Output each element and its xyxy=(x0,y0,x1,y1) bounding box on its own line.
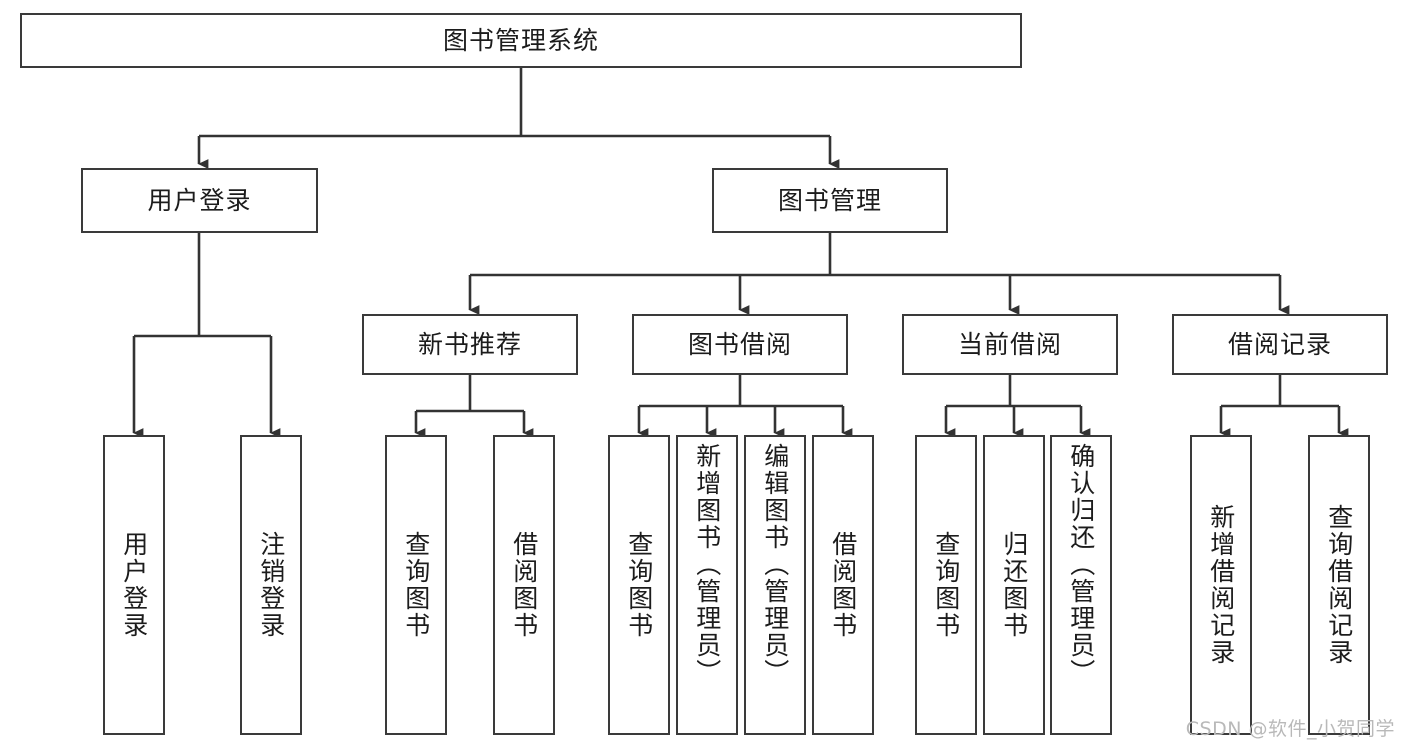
leaf-label: 新增借阅记录 xyxy=(1206,504,1236,666)
node-book-borrow-label: 图书借阅 xyxy=(687,329,792,359)
node-borrow-record[interactable]: 借阅记录 xyxy=(1172,314,1388,375)
leaf-label: 确认归还（管理员） xyxy=(1066,443,1096,686)
node-book-management[interactable]: 图书管理 xyxy=(712,168,948,233)
leaf-current-borrow-confirm-return[interactable]: 确认归还（管理员） xyxy=(1050,435,1112,735)
node-root-system-label: 图书管理系统 xyxy=(442,25,599,55)
leaf-book-borrow-edit[interactable]: 编辑图书（管理员） xyxy=(744,435,806,735)
leaf-label: 新增图书（管理员） xyxy=(692,443,722,686)
leaf-label: 查询图书 xyxy=(624,531,654,639)
node-borrow-record-label: 借阅记录 xyxy=(1227,329,1332,359)
leaf-label: 查询借阅记录 xyxy=(1324,504,1354,666)
node-new-book-recommend[interactable]: 新书推荐 xyxy=(362,314,578,375)
leaf-label: 编辑图书（管理员） xyxy=(760,443,790,686)
leaf-book-borrow-add[interactable]: 新增图书（管理员） xyxy=(676,435,738,735)
watermark: CSDN @软件_小贺同学 xyxy=(1185,718,1395,740)
leaf-book-borrow-query[interactable]: 查询图书 xyxy=(608,435,670,735)
leaf-label: 注销登录 xyxy=(256,531,286,639)
leaf-label: 归还图书 xyxy=(999,531,1029,639)
node-current-borrow-label: 当前借阅 xyxy=(957,329,1062,359)
node-new-book-recommend-label: 新书推荐 xyxy=(417,329,522,359)
node-user-login[interactable]: 用户登录 xyxy=(81,168,318,233)
node-current-borrow[interactable]: 当前借阅 xyxy=(902,314,1118,375)
leaf-current-borrow-query[interactable]: 查询图书 xyxy=(915,435,977,735)
leaf-user-login-logout[interactable]: 注销登录 xyxy=(240,435,302,735)
leaf-label: 借阅图书 xyxy=(828,531,858,639)
leaf-user-login-login[interactable]: 用户登录 xyxy=(103,435,165,735)
leaf-label: 用户登录 xyxy=(119,531,149,639)
leaf-new-book-borrow[interactable]: 借阅图书 xyxy=(493,435,555,735)
node-book-borrow[interactable]: 图书借阅 xyxy=(632,314,848,375)
leaf-label: 借阅图书 xyxy=(509,531,539,639)
leaf-label: 查询图书 xyxy=(931,531,961,639)
leaf-label: 查询图书 xyxy=(401,531,431,639)
node-root-system[interactable]: 图书管理系统 xyxy=(20,13,1022,68)
leaf-current-borrow-return[interactable]: 归还图书 xyxy=(983,435,1045,735)
node-user-login-label: 用户登录 xyxy=(147,185,252,215)
node-book-management-label: 图书管理 xyxy=(777,185,882,215)
leaf-borrow-record-query[interactable]: 查询借阅记录 xyxy=(1308,435,1370,735)
leaf-book-borrow-borrow[interactable]: 借阅图书 xyxy=(812,435,874,735)
leaf-borrow-record-add[interactable]: 新增借阅记录 xyxy=(1190,435,1252,735)
leaf-new-book-query[interactable]: 查询图书 xyxy=(385,435,447,735)
